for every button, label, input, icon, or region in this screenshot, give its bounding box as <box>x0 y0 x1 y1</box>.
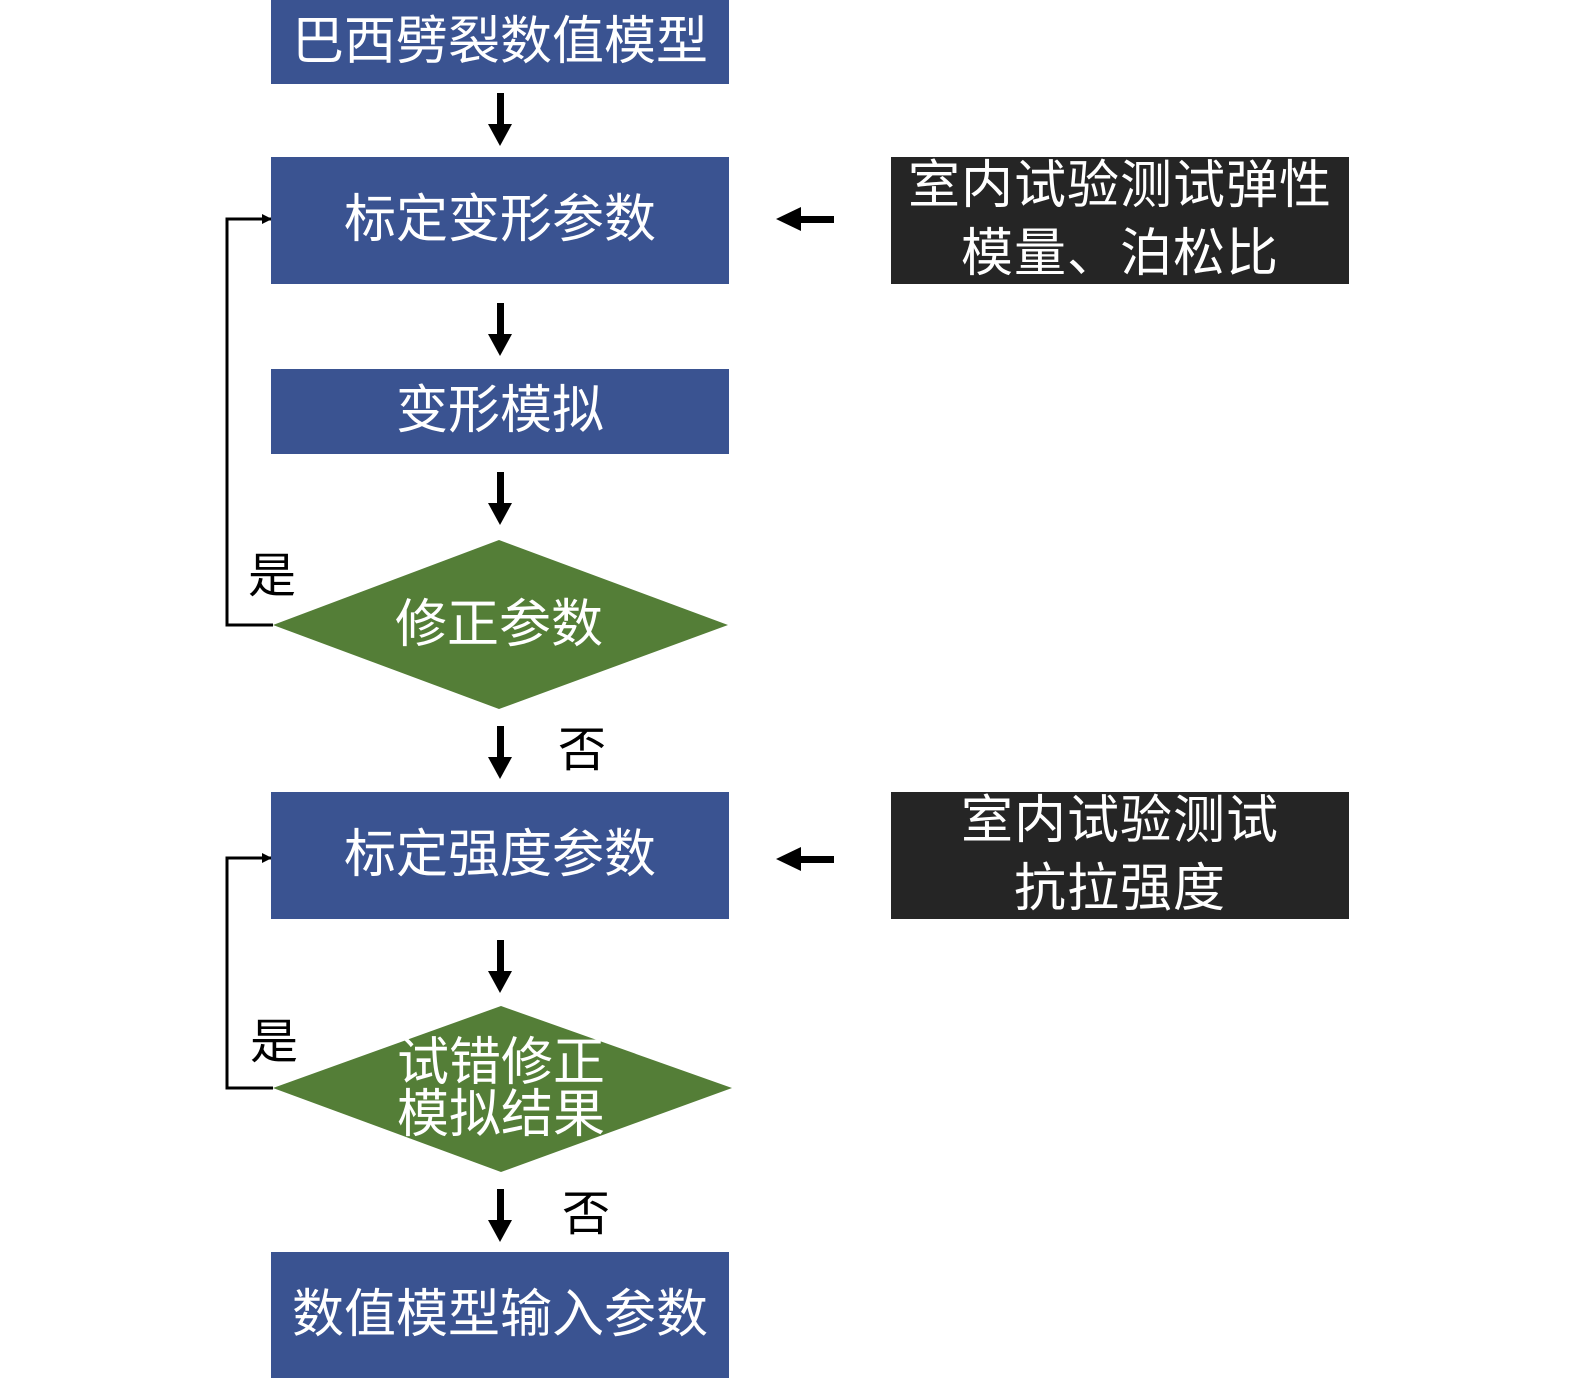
node-lab-elastic-test: 室内试验测试弹性 模量、泊松比 <box>891 156 1349 284</box>
node-lab-elastic-test-line2: 模量、泊松比 <box>960 223 1279 284</box>
node-deformation-simulation: 变形模拟 <box>271 369 729 454</box>
node-calibrate-strength-params-label: 标定强度参数 <box>343 825 656 886</box>
node-model-input-params-label: 数值模型输入参数 <box>291 1284 708 1345</box>
node-lab-tensile-test: 室内试验测试 抗拉强度 <box>891 791 1349 919</box>
node-lab-tensile-test-line1: 室内试验测试 <box>960 790 1279 851</box>
node-calibrate-deformation-params-label: 标定变形参数 <box>343 190 656 251</box>
decision-revise-params-shape <box>273 540 728 709</box>
branch-label-no-1: 否 <box>558 722 607 778</box>
node-calibrate-deformation-params: 标定变形参数 <box>271 157 729 284</box>
loop-yes-revise-to-calibrate-deform <box>225 214 273 627</box>
node-calibrate-strength-params: 标定强度参数 <box>271 792 729 919</box>
decision-trial-error-line2: 模拟结果 <box>396 1085 605 1145</box>
node-brazilian-split-model-label: 巴西劈裂数值模型 <box>291 11 708 72</box>
node-deformation-simulation-label: 变形模拟 <box>395 381 604 442</box>
node-lab-elastic-test-line1: 室内试验测试弹性 <box>907 155 1332 216</box>
decision-trial-error-shape <box>273 1006 732 1172</box>
loop-yes-trial-error-to-calibrate-strength <box>225 853 273 1090</box>
arrow-lab-elastic-to-calibrate-deform <box>776 207 834 231</box>
arrow-lab-tensile-to-calibrate-strength <box>776 847 834 871</box>
arrow-model-to-calibrate-deform <box>488 93 512 146</box>
decision-trial-error: 试错修正 模拟结果 <box>351 1034 651 1144</box>
arrow-trial-error-no-to-input-params <box>488 1189 512 1242</box>
arrow-deform-sim-to-revise <box>488 472 512 525</box>
branch-label-yes-2: 是 <box>250 1014 299 1070</box>
arrow-calibrate-strength-to-trial-error <box>488 940 512 993</box>
decision-trial-error-line1: 试错修正 <box>396 1033 605 1093</box>
decision-revise-params-label: 修正参数 <box>394 595 603 655</box>
arrow-calibrate-deform-to-deform-sim <box>488 303 512 356</box>
node-model-input-params: 数值模型输入参数 <box>271 1252 729 1378</box>
node-brazilian-split-model: 巴西劈裂数值模型 <box>271 0 729 84</box>
decision-revise-params: 修正参数 <box>349 585 649 665</box>
branch-label-yes-1: 是 <box>248 548 297 604</box>
branch-label-no-2: 否 <box>562 1186 611 1242</box>
node-lab-tensile-test-line2: 抗拉强度 <box>1013 858 1226 919</box>
arrow-revise-no-to-calibrate-strength <box>488 726 512 779</box>
